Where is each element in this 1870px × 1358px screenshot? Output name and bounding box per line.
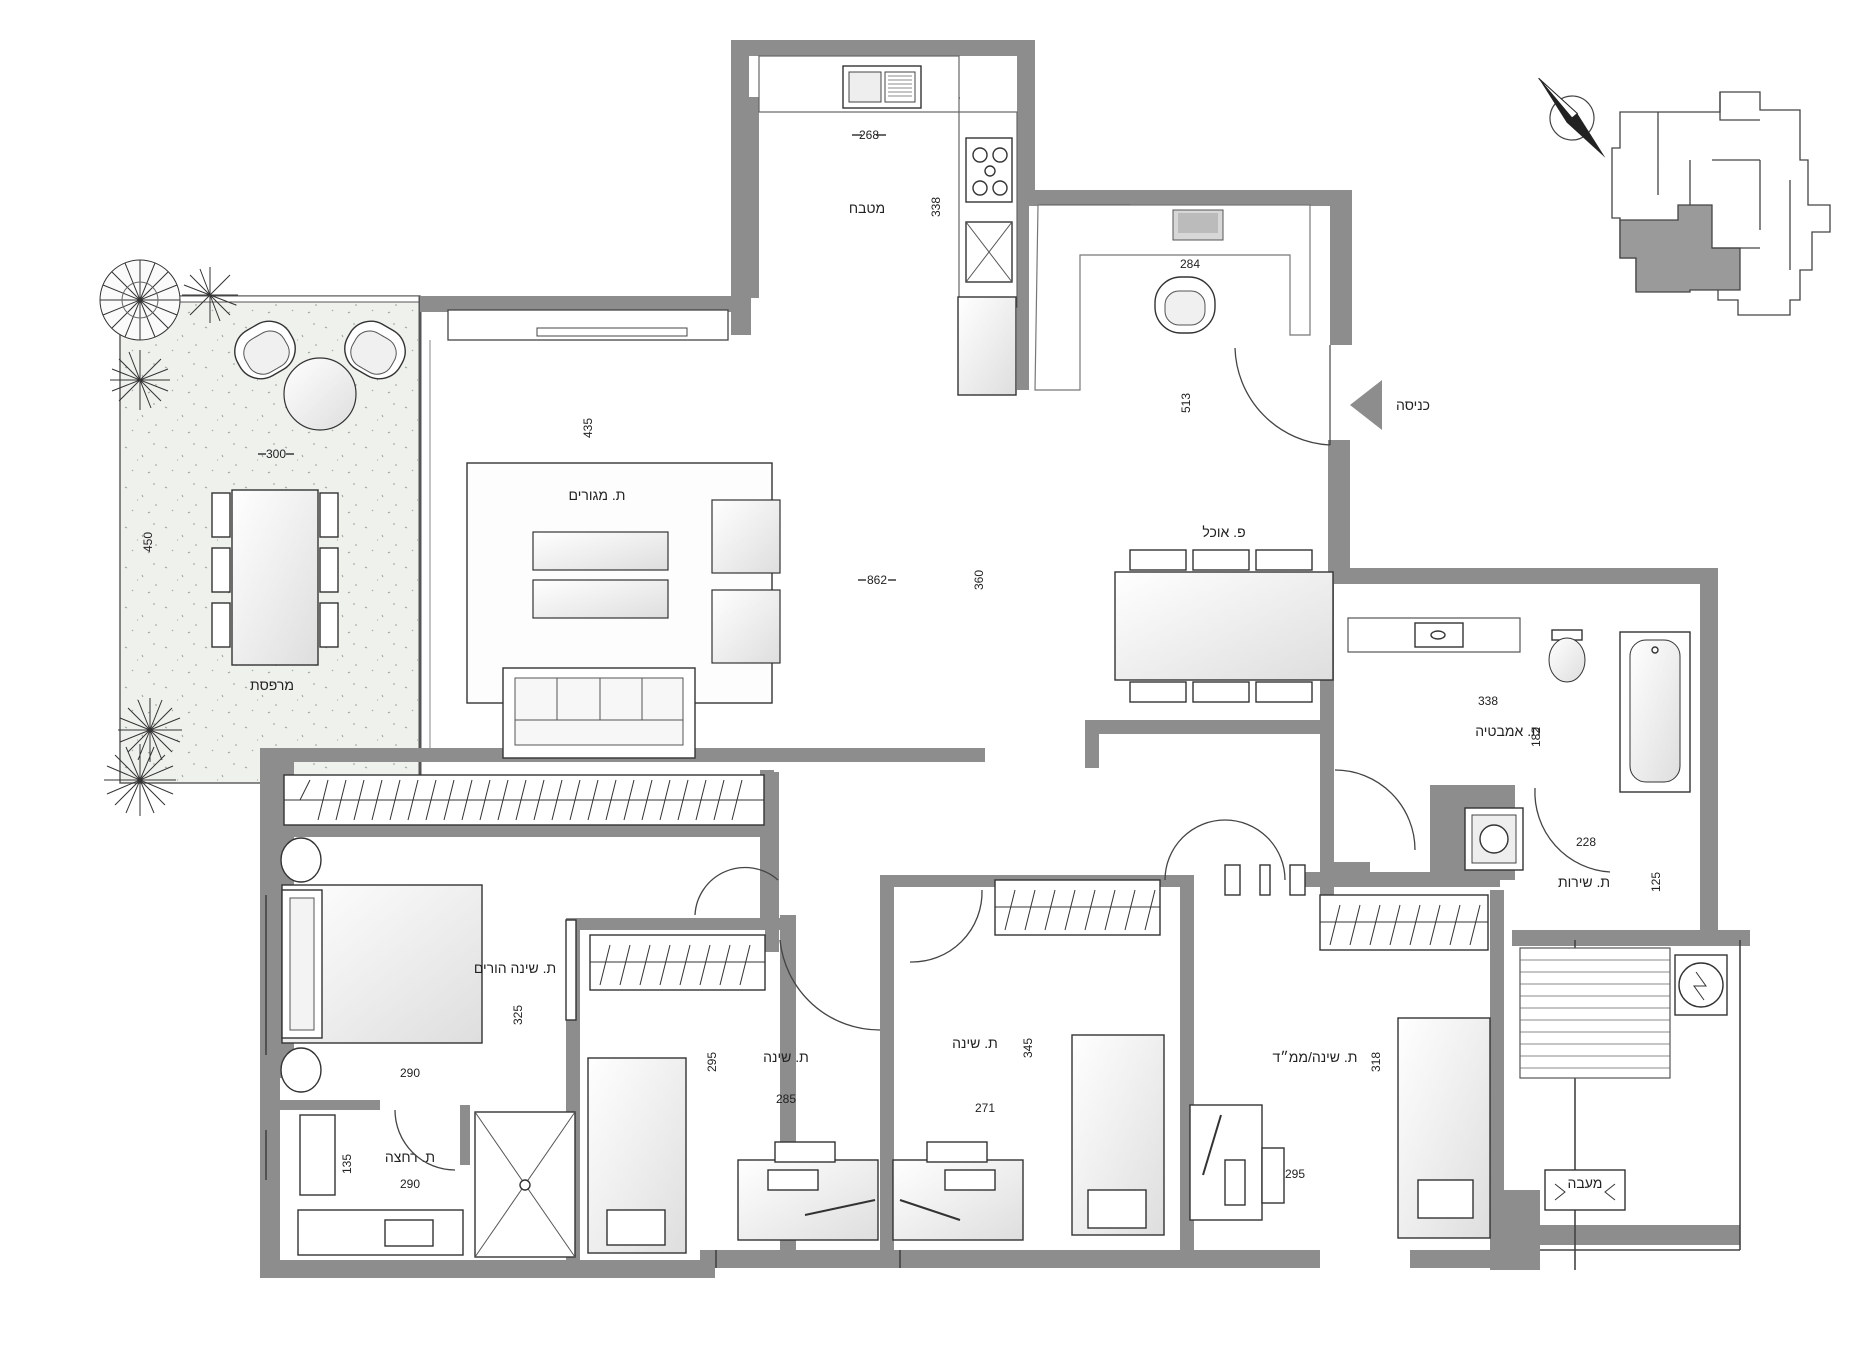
balcony-dining-table [211,489,339,666]
dimension-balcony-h: 450 [141,532,155,552]
svg-text:345: 345 [1021,1038,1035,1058]
sofa [502,667,696,759]
svg-text:360: 360 [972,570,986,590]
bedroom2-bed [1071,1034,1165,1236]
master-wardrobe [283,774,765,826]
svg-text:284: 284 [1180,257,1200,271]
bath-fixtures [1347,617,1691,793]
safe-room-desk [1189,1104,1285,1221]
dimension-kitchen-h: 338 [929,197,943,217]
dimension-shower-w: 290 [400,1177,420,1191]
dimension-bed2-w: 271 [975,1101,995,1115]
svg-text:295: 295 [705,1052,719,1072]
svg-text:135: 135 [340,1154,354,1174]
dimension-shower-h: 135 [340,1154,354,1174]
bedroom1-bed [587,1057,687,1254]
dimension-safe-w: 295 [1285,1167,1305,1181]
svg-text:338: 338 [929,197,943,217]
room-label-bedroom2: ת. שינה [952,1035,998,1051]
safe-room-wardrobe [1319,894,1489,951]
dimension-living-w: 862 [858,573,896,587]
svg-text:295: 295 [1285,1167,1305,1181]
triangle-arrow-icon [1350,380,1382,430]
corridor-jambs [1224,864,1306,896]
dimension-living-mid-h: 360 [972,570,986,590]
bedroom1-desk [737,1141,879,1241]
svg-text:450: 450 [141,532,155,552]
dimension-service-w: 228 [1576,835,1596,849]
room-label-master: ת. שינה הורים [474,960,556,976]
svg-text:285: 285 [776,1092,796,1106]
shower-door [394,1109,456,1171]
svg-text:182: 182 [1529,727,1543,747]
compass-arrow-icon [1538,77,1606,158]
bedroom2-desk [892,1141,1024,1241]
svg-text:325: 325 [511,1005,525,1025]
dimension-balcony-w: 300 [258,447,294,461]
room-label-bath: ת. אמבטיה [1475,723,1541,739]
door-swing [694,769,1416,1031]
room-label-bedroom1: ת. שינה [763,1049,809,1065]
dimension-living-h: 435 [581,418,595,438]
dimension-bed1-w: 285 [776,1092,796,1106]
bedroom1-wardrobe [589,934,766,991]
svg-text:300: 300 [266,447,286,461]
room-label-shower: ת. רחצה [385,1149,435,1165]
dimension-bath-w: 338 [1478,694,1498,708]
room-label-service: ת. שירות [1558,874,1610,890]
room-label-balcony: מרפסת [250,677,294,693]
svg-text:435: 435 [581,418,595,438]
shower-fixtures [297,1111,576,1258]
stairs [1519,947,1728,1211]
plant-icon [99,259,238,816]
svg-text:290: 290 [400,1066,420,1080]
svg-text:513: 513 [1179,393,1193,413]
room-label-living: ת. מגורים [569,487,626,503]
dimension-bed1-h: 295 [705,1052,719,1072]
room-label-safe-room: ת. שינה/ממ״ד [1273,1049,1358,1065]
svg-text:268: 268 [859,128,879,142]
svg-text:290: 290 [400,1177,420,1191]
safe-room-bed [1397,1017,1491,1239]
service-door [1534,787,1611,873]
entrance-door [1234,345,1331,446]
svg-text:271: 271 [975,1101,995,1115]
room-label-entrance: כניסה [1396,397,1430,413]
svg-text:318: 318 [1369,1052,1383,1072]
room-label-passage: מעבה [1568,1175,1603,1191]
svg-text:125: 125 [1649,872,1663,892]
building-footprint-icon [1611,91,1831,316]
room-label-kitchen: מטבח [849,200,885,216]
svg-text:862: 862 [867,573,887,587]
armchair [711,499,781,664]
dining-table [1114,549,1334,703]
dimension-bed2-h: 345 [1021,1038,1035,1058]
dimension-bath-h: 182 [1529,727,1543,747]
bedroom2-wardrobe [994,879,1161,936]
balcony-chair [234,320,406,431]
washing-machine [1464,807,1524,871]
dimension-master-h: 325 [511,1005,525,1025]
dimension-hall-h: 513 [1179,393,1193,413]
hall-desk [1034,204,1311,391]
dimension-master-w: 290 [400,1066,420,1080]
kitchen-counter [758,55,1018,396]
dimension-safe-h: 318 [1369,1052,1383,1072]
master-bed [280,837,577,1093]
svg-text:338: 338 [1478,694,1498,708]
dimension-hall-w: 284 [1180,257,1200,271]
dimension-kitchen-w: 268 [852,128,886,142]
room-label-dining: פ. אוכל [1202,524,1245,540]
dimension-service-h: 125 [1649,872,1663,892]
svg-text:228: 228 [1576,835,1596,849]
